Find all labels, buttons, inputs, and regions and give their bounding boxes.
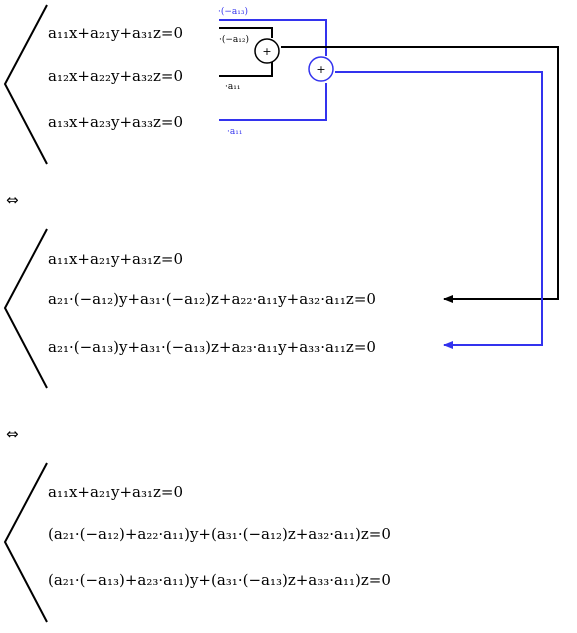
system3-equation-3: (a₂₁·(−a₁₃)+a₂₃·a₁₁)y+(a₃₁·(−a₁₃)z+a₃₃·a… (48, 571, 391, 589)
connector-eq3-node2 (219, 83, 327, 121)
system3-equation-1: a₁₁x+a₂₁y+a₃₁z=0 (48, 483, 183, 501)
system3-equation-2: (a₂₁·(−a₁₂)+a₂₂·a₁₁)y+(a₃₁·(−a₁₂)z+a₃₂·a… (48, 525, 391, 543)
system2-brace (3, 228, 48, 389)
system1-equation-3: a₁₃x+a₂₃y+a₃₃z=0 (48, 113, 183, 131)
multiplier-eq1-node2: ·(−a₁₃) (218, 6, 248, 17)
multiplier-eq1-node1: ·(−a₁₂) (219, 34, 249, 45)
sum-node-1 (254, 38, 280, 64)
system1-brace (3, 4, 48, 165)
equivalence-symbol-2: ⇔ (6, 425, 19, 443)
system3-brace (3, 462, 48, 623)
system2-equation-2: a₂₁·(−a₁₂)y+a₃₁·(−a₁₂)z+a₂₂·a₁₁y+a₃₂·a₁₁… (48, 290, 376, 308)
connector-eq1-node1 (219, 27, 273, 38)
system1-equation-2: a₁₂x+a₂₂y+a₃₂z=0 (48, 67, 183, 85)
system1-equation-1: a₁₁x+a₂₁y+a₃₁z=0 (48, 24, 183, 42)
system2-equation-1: a₁₁x+a₂₁y+a₃₁z=0 (48, 250, 183, 268)
output-path-node1 (281, 46, 559, 303)
output-path-node2 (335, 71, 543, 349)
system2-equation-3: a₂₁·(−a₁₃)y+a₃₁·(−a₁₃)z+a₂₃·a₁₁y+a₃₃·a₁₁… (48, 338, 376, 356)
multiplier-eq3-node2: ·a₁₁ (227, 127, 242, 137)
multiplier-eq2-node1: ·a₁₁ (225, 82, 240, 92)
sum-node-2 (308, 56, 334, 82)
connector-eq2-node1 (219, 62, 273, 77)
connector-eq1-node2 (219, 19, 327, 56)
sum-node-2-plus: + (316, 63, 325, 76)
sum-node-1-plus: + (262, 45, 271, 58)
equivalence-symbol-1: ⇔ (6, 191, 19, 209)
